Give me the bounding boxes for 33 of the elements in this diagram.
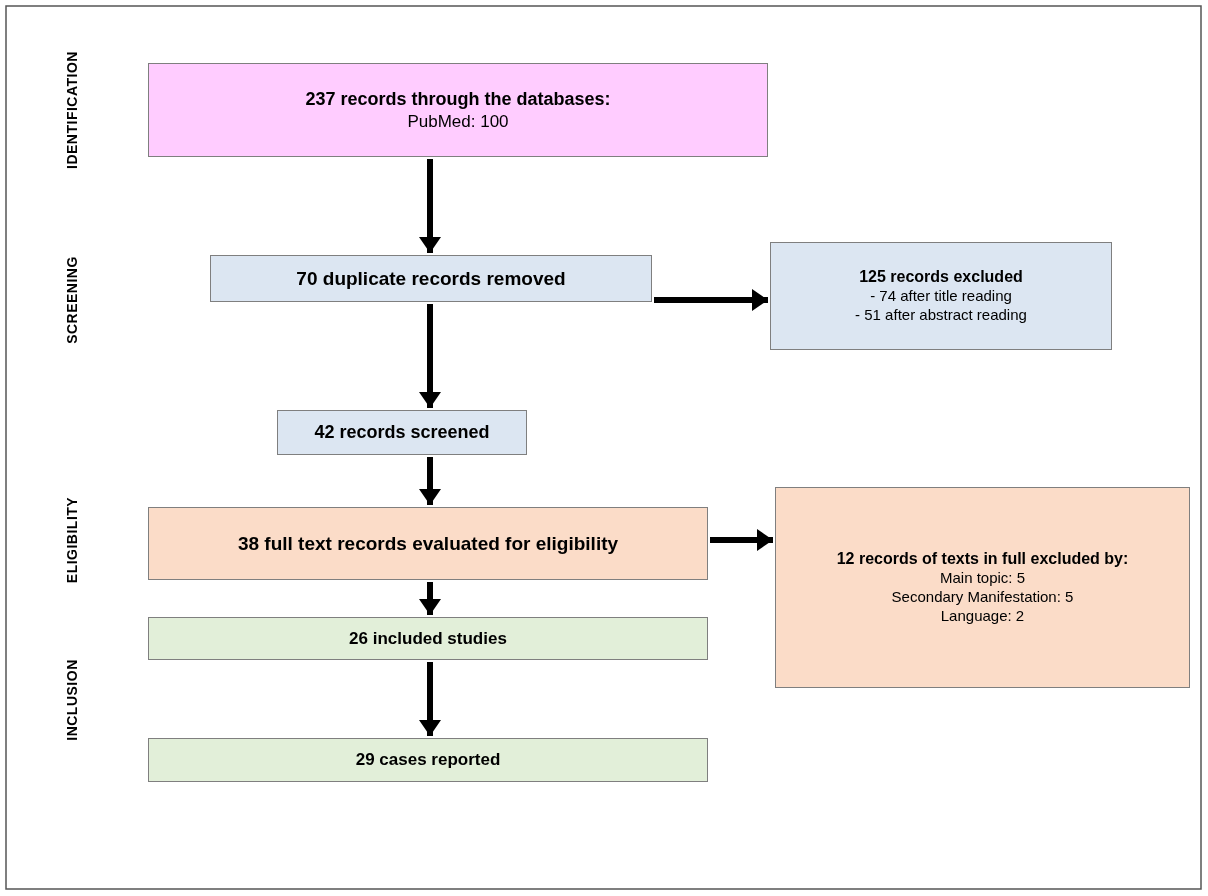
- arrow: [654, 289, 768, 311]
- box-heading: 237 records through the databases:: [304, 88, 612, 111]
- arrow: [419, 662, 441, 736]
- process-box: [210, 255, 652, 302]
- box-heading: 26 included studies: [348, 627, 508, 650]
- stage-label: IDENTIFICATION: [64, 51, 80, 169]
- arrow: [419, 582, 441, 615]
- process-box: [770, 242, 1112, 350]
- box-text: Secondary Manifestation: 5: [890, 588, 1075, 607]
- process-box: [148, 738, 708, 782]
- box-text: PubMed: 100: [406, 110, 510, 132]
- arrow: [419, 304, 441, 408]
- arrow: [419, 159, 441, 253]
- process-box: [148, 63, 768, 157]
- stage-label: ELIGIBILITY: [64, 496, 80, 584]
- process-box: [277, 410, 527, 455]
- process-box: [148, 617, 708, 660]
- box-text: Main topic: 5: [938, 569, 1026, 589]
- box-heading: 70 duplicate records removed: [295, 266, 567, 291]
- box-heading: 42 records screened: [313, 421, 491, 444]
- stage-label: INCLUSION: [64, 659, 80, 741]
- box-text: - 51 after abstract reading: [854, 306, 1028, 325]
- box-text: - 74 after title reading: [869, 287, 1013, 306]
- stage-label: SCREENING: [64, 256, 80, 344]
- arrow: [419, 457, 441, 505]
- box-heading: 125 records excluded: [858, 267, 1024, 288]
- arrow: [710, 529, 773, 551]
- box-text: Language: 2: [939, 606, 1026, 626]
- box-heading: 12 records of texts in full excluded by:: [835, 549, 1130, 570]
- process-box: [148, 507, 708, 580]
- box-heading: 38 full text records evaluated for eligibility: [236, 531, 620, 556]
- process-box: [775, 487, 1190, 688]
- box-heading: 29 cases reported: [354, 749, 502, 771]
